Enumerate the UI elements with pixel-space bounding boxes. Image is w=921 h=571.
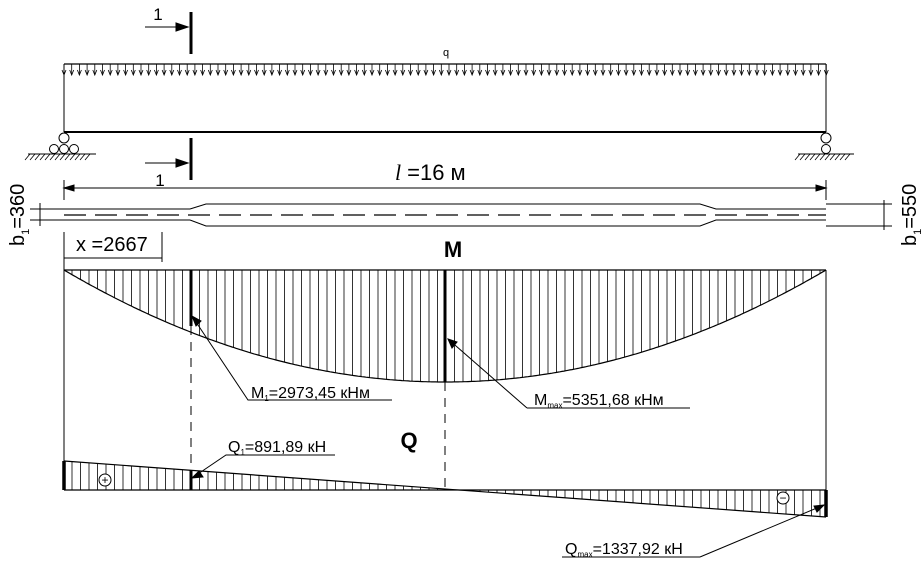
- moment-hatch: [71, 270, 821, 382]
- section-top-label: 1: [153, 5, 162, 24]
- q1-label: Q1=891,89 кН: [228, 439, 326, 457]
- qmax-label: Qmax=1337,92 кН: [565, 541, 683, 559]
- span-label: l=16 м: [395, 160, 466, 185]
- projection-lines: [190, 326, 446, 487]
- moment-leaders: [191, 314, 690, 409]
- right-width-label: b1=550: [899, 184, 921, 246]
- mmax-label: Mmax=5351,68 кНм: [534, 392, 664, 410]
- change-point-label: x =2667: [76, 234, 148, 256]
- section-bottom-label: 1: [155, 171, 164, 190]
- distributed-load: [63, 63, 827, 132]
- negative-sign: −: [776, 491, 790, 505]
- svg-text:+: +: [101, 473, 108, 487]
- distributed-load-arrows: [61, 64, 829, 77]
- section-mark-1-1: [145, 12, 193, 180]
- left-support: [28, 132, 96, 155]
- moment-title: M: [444, 237, 462, 262]
- girder-plan: [30, 200, 892, 230]
- shear-hatch: [71, 461, 821, 517]
- change-point-dimension: [63, 232, 163, 262]
- svg-text:−: −: [779, 491, 786, 505]
- span-dimension: [62, 180, 828, 200]
- shear-title: Q: [400, 428, 417, 453]
- positive-sign: +: [98, 473, 112, 487]
- right-support: [798, 132, 854, 155]
- support-projections: [63, 262, 827, 490]
- m1-label: M1=2973,45 кНм: [251, 385, 370, 403]
- left-width-label: b1=360: [7, 184, 32, 246]
- support-ground-hatch: [24, 153, 851, 161]
- load-label: q: [443, 47, 449, 59]
- shear-leaders: [190, 454, 826, 558]
